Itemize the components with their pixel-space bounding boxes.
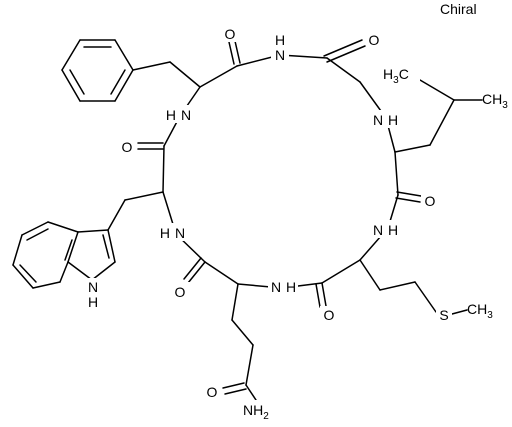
atom-o-amide: O [207, 384, 218, 400]
atom-h-gln: H [286, 279, 296, 295]
atom-o-met: O [324, 307, 335, 323]
atom-o-phe: O [225, 26, 236, 42]
atom-h-indole: H [88, 294, 98, 310]
macrocycle [162, 54, 399, 289]
phenyl-ring [61, 39, 134, 102]
group-h3c-leu: H3C [383, 66, 409, 86]
atom-h-met: H [388, 222, 398, 238]
atom-o-trp: O [122, 139, 133, 155]
atom-o-gly: O [369, 32, 380, 48]
atom-h-phe: H [166, 107, 176, 123]
atom-n-gly: N [275, 47, 285, 63]
atom-n-phe: N [181, 107, 191, 123]
atom-n-indole: N [88, 279, 98, 295]
atom-n-leu: N [373, 112, 383, 128]
atom-h-trp: H [160, 225, 170, 241]
atom-o-leu: O [425, 193, 436, 209]
atom-n-trp: N [175, 225, 185, 241]
group-ch3-leu: CH3 [482, 91, 508, 111]
atom-h-leu: H [388, 112, 398, 128]
atom-s-met: S [439, 307, 448, 323]
atom-labels: O H N O N H N H O O N H N H N H O O N H … [84, 25, 508, 422]
atom-n-met: N [373, 222, 383, 238]
group-nh2-amide: NH2 [243, 402, 269, 422]
group-ch3-met: CH3 [467, 301, 493, 321]
atom-h-gly: H [275, 32, 285, 48]
bonds [12, 39, 483, 401]
atom-n-gln: N [271, 279, 281, 295]
atom-o-dtrp: O [175, 284, 186, 300]
chiral-flag: Chiral [440, 1, 477, 17]
indole-ring [12, 221, 116, 289]
